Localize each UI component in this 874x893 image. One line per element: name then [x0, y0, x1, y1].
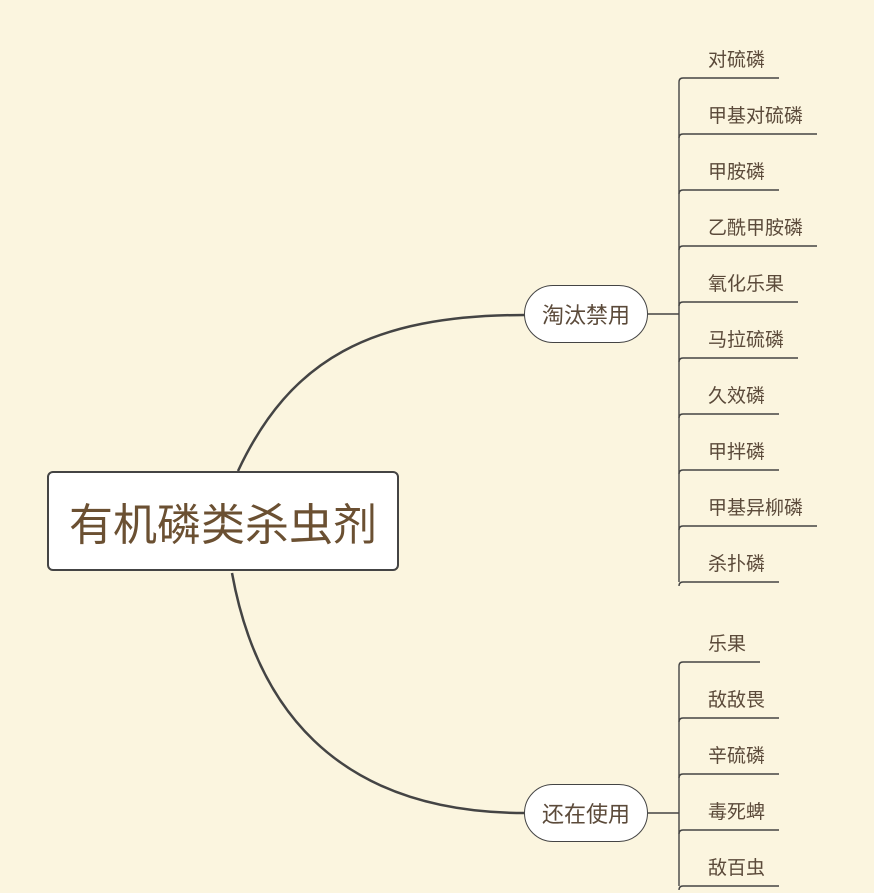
- leaf-banned-1-corner: [678, 77, 684, 83]
- branch-in-use[interactable]: 还在使用: [524, 784, 648, 842]
- leaf-banned-10-corner: [678, 581, 684, 587]
- root-topic[interactable]: 有机磷类杀虫剂: [47, 471, 399, 571]
- leaf-banned-5[interactable]: 氧化乐果: [708, 273, 785, 295]
- branch-banned-label: 淘汰禁用: [541, 304, 630, 329]
- leaf-in-use-4[interactable]: 毒死蜱: [708, 801, 766, 823]
- leaf-in-use-3[interactable]: 辛硫磷: [708, 745, 766, 767]
- leaf-in-use-2[interactable]: 敌敌畏: [708, 689, 766, 711]
- leaf-banned-4[interactable]: 乙酰甲胺磷: [708, 217, 804, 239]
- leaf-banned-2[interactable]: 甲基对硫磷: [708, 105, 804, 127]
- leaf-banned-9[interactable]: 甲基异柳磷: [708, 497, 804, 519]
- leaf-banned-10[interactable]: 杀扑磷: [708, 553, 766, 575]
- leaf-banned-6[interactable]: 马拉硫磷: [708, 329, 785, 351]
- leaf-banned-8[interactable]: 甲拌磷: [708, 441, 766, 463]
- leaf-in-use-5-corner: [678, 885, 684, 891]
- leaf-banned-1[interactable]: 对硫磷: [708, 49, 766, 71]
- root-to-branch-1-curve: [236, 313, 526, 472]
- root-to-branch-2-curve: [230, 572, 526, 815]
- leaf-in-use-5[interactable]: 敌百虫: [708, 857, 766, 879]
- branch-in-use-label: 还在使用: [541, 803, 630, 828]
- leaf-banned-3[interactable]: 甲胺磷: [708, 161, 766, 183]
- branch-banned[interactable]: 淘汰禁用: [524, 285, 648, 343]
- root-topic-label: 有机磷类杀虫剂: [69, 500, 377, 551]
- leaf-in-use-1-corner: [678, 661, 684, 667]
- leaf-banned-7[interactable]: 久效磷: [708, 385, 766, 407]
- leaf-in-use-1[interactable]: 乐果: [708, 633, 747, 655]
